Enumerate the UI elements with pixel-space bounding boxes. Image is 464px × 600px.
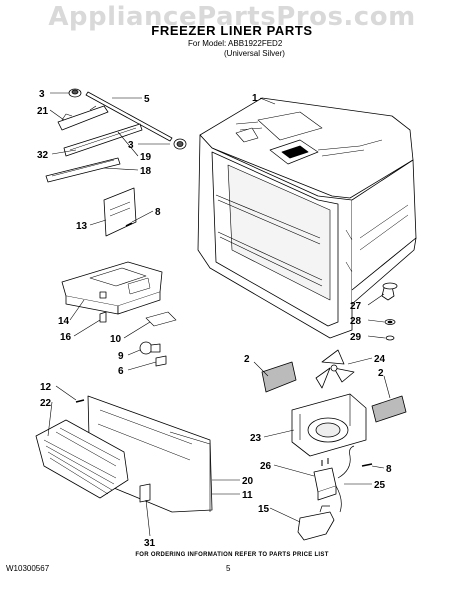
callout-16: 16: [60, 332, 72, 343]
callout-12: 12: [40, 382, 52, 393]
callout-31: 31: [144, 538, 156, 549]
ordering-note: FOR ORDERING INFORMATION REFER TO PARTS …: [135, 552, 329, 558]
page-number: 5: [226, 564, 231, 573]
callout-26: 26: [260, 461, 272, 472]
callout-22: 22: [40, 398, 52, 409]
callout-15: 15: [258, 504, 270, 515]
callout-6: 6: [118, 366, 124, 377]
callout-2-left: 2: [244, 354, 250, 365]
callout-9: 9: [118, 351, 124, 362]
document-id: W10300567: [6, 564, 50, 573]
callout-25: 25: [374, 480, 386, 491]
callout-13: 13: [76, 221, 88, 232]
callout-29: 29: [350, 332, 362, 343]
lower-panel-assembly: [35, 395, 213, 513]
control-housing: [61, 261, 177, 367]
callout-10: 10: [110, 334, 122, 345]
freezer-liner: [197, 97, 417, 339]
callout-18: 18: [140, 166, 152, 177]
callout-32: 32: [37, 150, 49, 161]
callout-8-upper: 8: [155, 207, 161, 218]
callout-labels: 3 5 21 1 3 32 19 18 8 13 27 14 28 16 10 …: [37, 89, 392, 549]
callout-21: 21: [37, 106, 49, 117]
page-title: FREEZER LINER PARTS: [151, 23, 313, 38]
callout-28: 28: [350, 316, 362, 327]
callout-24: 24: [374, 354, 386, 365]
fan-assembly: [261, 349, 407, 541]
callout-5: 5: [144, 94, 150, 105]
callout-23: 23: [250, 433, 262, 444]
callout-20: 20: [242, 476, 254, 487]
callout-11: 11: [242, 490, 253, 501]
callout-27: 27: [350, 301, 362, 312]
callout-3-lower: 3: [128, 140, 134, 151]
model-info: For Model: ABB1922FED2 (Universal Silver…: [188, 39, 285, 59]
callout-19: 19: [140, 152, 152, 163]
callout-14: 14: [58, 316, 70, 327]
small-parts-upper: [45, 88, 187, 237]
model-line: For Model: ABB1922FED2: [188, 39, 283, 48]
model-subline: (Universal Silver): [224, 49, 285, 58]
leader-lines: [47, 92, 391, 537]
callout-8-lower: 8: [386, 464, 392, 475]
watermark: AppliancePartsPros.com: [48, 2, 416, 32]
callout-3-upper: 3: [39, 89, 45, 100]
callout-2-right: 2: [378, 368, 384, 379]
damper-parts: [381, 282, 398, 341]
callout-1: 1: [252, 93, 258, 104]
